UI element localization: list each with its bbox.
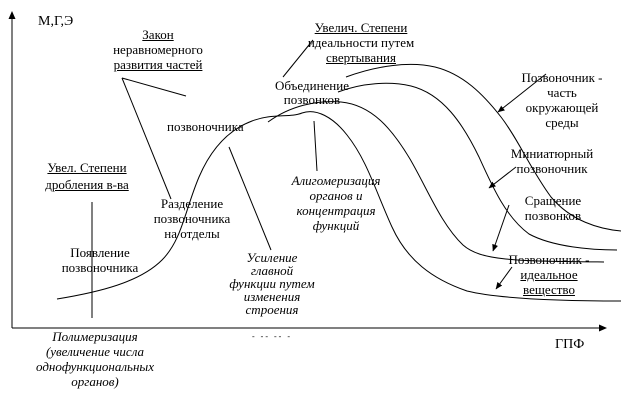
label-increase-ideality-by-trimming: Увелич. Степени идеальности путем сверты…	[305, 20, 417, 65]
s-curve-main	[56, 111, 622, 302]
label-spine-appearance: Появление позвоночника	[55, 245, 145, 275]
label-line: среды	[545, 115, 579, 130]
label-line: развития частей	[113, 57, 203, 72]
label-spine-ideal-substance: Позвоночник - идеальное вещество	[494, 252, 604, 297]
label-line: позвоночника	[167, 119, 244, 134]
law-pointer-right	[121, 77, 187, 97]
law-pointer-down	[121, 77, 172, 200]
label-line: функции путем	[229, 276, 315, 291]
fusion-arrow	[492, 204, 510, 252]
label-miniature-spine: Миниатюрный позвоночник	[506, 146, 598, 176]
label-line: Закон	[142, 27, 174, 42]
label-polymerization: Полимеризация (увеличение числа однофунк…	[25, 329, 165, 389]
oligomerization-pointer	[313, 120, 318, 172]
label-line: Увел. Степени	[47, 160, 127, 175]
label-line: органов)	[71, 374, 119, 389]
ideal-substance-arrow	[495, 266, 513, 290]
label-line: позвонков	[524, 208, 582, 223]
label-line: строения	[245, 302, 299, 317]
label-line: главной	[250, 263, 294, 278]
s-curve-4	[345, 63, 622, 232]
label-line: функций	[312, 218, 360, 233]
label-spine-division-into-sections: Разделение позвоночника на отделы	[147, 196, 237, 241]
label-line: идеальности путем	[307, 35, 415, 50]
s-curve-2	[267, 101, 605, 263]
label-line: часть	[547, 85, 577, 100]
label-line: на отделы	[164, 226, 220, 241]
label-line: однофункциональных	[35, 359, 154, 374]
label-line: свертывания	[326, 50, 396, 65]
ideality-pointer	[282, 39, 314, 78]
label-line: вещество	[523, 282, 575, 297]
label-line: окружающей	[525, 100, 599, 115]
label-line: позвонков	[283, 92, 341, 107]
label-line: позвоночник	[516, 161, 588, 176]
label-line: Появление	[70, 245, 130, 260]
label-law-of-uneven-development: Закон неравномерного развития частей	[98, 27, 218, 72]
label-line: позвоночника	[61, 260, 139, 275]
label-line: идеальное	[520, 267, 578, 282]
label-line: Сращение	[524, 193, 582, 208]
environment-arrow	[497, 73, 547, 113]
label-line: органов и	[309, 188, 363, 203]
label-line: Позвоночник -	[508, 252, 590, 267]
y-axis-label: М,Г,Э	[38, 14, 74, 29]
label-union-of-vertebrae: Объединение позвонков	[262, 79, 362, 107]
label-line: концентрация	[296, 203, 376, 218]
label-line: неравномерного	[113, 42, 203, 57]
label-oligomerization-of-organs: Алигомеризация органов и концентрация фу…	[286, 173, 386, 233]
label-line: Полимеризация	[52, 329, 138, 344]
label-line: изменения	[243, 289, 301, 304]
label-line: Разделение	[160, 196, 224, 211]
label-spine-part-of-environment: Позвоночник - часть окружающей среды	[512, 70, 612, 130]
label-line: Увелич. Степени	[314, 20, 408, 35]
label-increase-fragmentation-degree: Увел. Степени дробления в-ва	[37, 159, 137, 193]
label-line: Алигомеризация	[291, 173, 381, 188]
clipped-text-fragment: - -- -- -	[252, 332, 292, 341]
miniature-arrow	[488, 166, 517, 189]
s-curve-3	[337, 82, 618, 251]
x-axis-label: ГПФ	[555, 337, 585, 352]
label-line: Позвоночник -	[521, 70, 603, 85]
label-line: Усиление	[246, 250, 298, 265]
label-spine-word: позвоночника	[167, 119, 249, 134]
label-line: позвоночника	[153, 211, 231, 226]
label-line: дробления в-ва	[45, 177, 129, 192]
label-line: Миниатюрный	[510, 146, 594, 161]
label-strengthening-main-function: Усиление главной функции путем изменения…	[226, 251, 318, 316]
spineword-pointer	[228, 146, 272, 251]
label-line: Объединение	[275, 78, 349, 93]
label-vertebrae-fusion: Сращение позвонков	[508, 193, 598, 223]
label-line: (увеличение числа	[45, 344, 145, 359]
